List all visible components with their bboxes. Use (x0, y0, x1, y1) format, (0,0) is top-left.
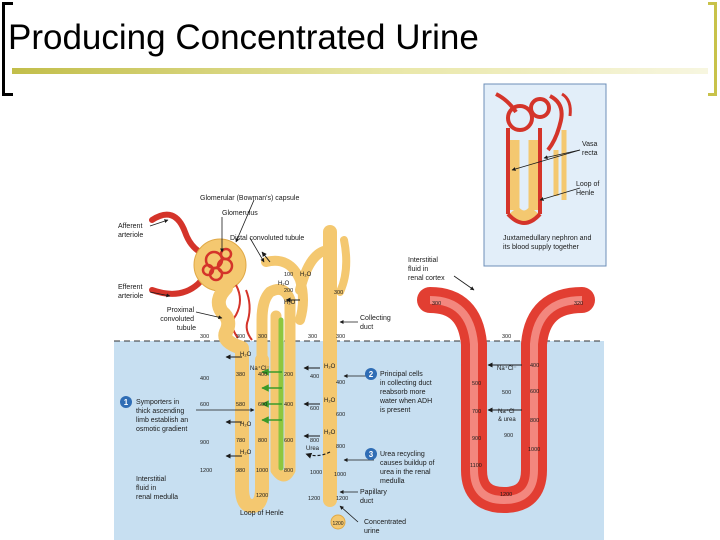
water-label: H₂O (278, 281, 290, 287)
gradient-value: 600 (200, 402, 209, 408)
osmolarity-value: 1000 (310, 470, 322, 476)
osmolarity-value: 300 (258, 334, 267, 340)
vasa-value: 1100 (470, 463, 482, 469)
vasa-value: 600 (530, 389, 539, 395)
vasa-value: 500 (502, 390, 511, 396)
interstitial-medulla-label: Interstitial fluid in renal medulla (136, 476, 178, 501)
osmolarity-value: 300 (336, 334, 345, 340)
osmolarity-value: 200 (284, 288, 293, 294)
vasa-value: 800 (530, 418, 539, 424)
osmolarity-value: 300 (308, 334, 317, 340)
vasa-value: 500 (472, 381, 481, 387)
vasa-value: 400 (530, 363, 539, 369)
osmolarity-value: 980 (236, 468, 245, 474)
osmolarity-value: 400 (284, 402, 293, 408)
osmolarity-value: 400 (258, 372, 267, 378)
osmolarity-value: 300 (334, 290, 343, 296)
glomerular-capsule-label: Glomerular (Bowman's) capsule (200, 195, 299, 202)
callout-2-text: Principal cells in collecting duct reabs… (379, 371, 434, 414)
water-label: H₂O (240, 450, 252, 456)
osmolarity-value: 800 (258, 438, 267, 444)
concentrated-urine-label: Concentrated urine (364, 519, 408, 535)
nacl-urea-label: Na⁺Cl⁻ & urea (498, 408, 519, 423)
osmolarity-value: 380 (236, 372, 245, 378)
osmolarity-value: 600 (258, 402, 267, 408)
vasa-value: 1200 (500, 492, 512, 498)
osmolarity-value: 600 (336, 412, 345, 418)
osmolarity-value: 1200 (308, 496, 320, 502)
osmolarity-value: 1200 (256, 493, 268, 499)
water-label: H₂O (324, 430, 336, 436)
osmolarity-value: 1000 (256, 468, 268, 474)
callout-1-number: 1 (124, 398, 129, 407)
vasa-value: 320 (574, 301, 583, 307)
gradient-value: 1200 (200, 468, 212, 474)
title-rule (12, 68, 708, 74)
vasa-value: 900 (504, 433, 513, 439)
slide-title: Producing Concentrated Urine (8, 18, 479, 57)
gradient-value: 400 (200, 376, 209, 382)
osmolarity-value: 1200 (336, 496, 348, 502)
vasa-value: 1000 (528, 447, 540, 453)
water-label: H₂O (240, 422, 252, 428)
loop-of-henle-label: Loop of Henle (240, 510, 284, 517)
callout-badges (120, 368, 377, 530)
papillary-duct-label: Papillary duct (360, 489, 389, 505)
nephron-tubule (211, 225, 351, 513)
water-label: H₂O (324, 398, 336, 404)
water-label: H₂O (240, 352, 252, 358)
inset-loop-of-henle-label: Loop of Henle (576, 181, 601, 197)
title-bracket-left (2, 2, 13, 96)
osmolarity-value: 400 (310, 374, 319, 380)
osmolarity-value: 600 (310, 406, 319, 412)
inset-panel (483, 83, 607, 267)
osmolarity-value: 600 (284, 438, 293, 444)
glomerulus (201, 247, 234, 282)
callout-3-number: 3 (369, 450, 374, 459)
distal-tubule-label: Distal convoluted tubule (230, 235, 304, 242)
inset-vasa-recta-label: Vasa recta (582, 141, 599, 157)
urea-label: Urea (306, 446, 320, 452)
osmolarity-value: 800 (284, 468, 293, 474)
efferent-arteriole-label: Efferent arteriole (118, 284, 144, 300)
osmolarity-value: 200 (284, 372, 293, 378)
osmolarity-value: 800 (310, 438, 319, 444)
inset-caption: Juxtamedullary nephron and its blood sup… (503, 235, 593, 251)
vasa-value: 700 (472, 409, 481, 415)
gradient-value: 900 (200, 440, 209, 446)
osmolarity-value: 780 (236, 438, 245, 444)
osmolarity-value: 800 (336, 444, 345, 450)
osmolarity-value: 580 (236, 402, 245, 408)
nacl-arrows (261, 368, 282, 424)
water-label: H₂O (284, 300, 296, 306)
osmolarity-value: 300 (236, 334, 245, 340)
callout-2-number: 2 (369, 370, 374, 379)
vasa-value: 300 (432, 301, 441, 307)
urea-arrow (305, 451, 331, 459)
vasa-recta-vessel (417, 287, 595, 514)
callout-1-text: Symporters in thick ascending limb estab… (136, 399, 190, 433)
concentrated-urine-value: 1200 (332, 521, 343, 527)
water-label: H₂O (324, 364, 336, 370)
osmolarity-value: 1000 (334, 472, 346, 478)
interstitial-cortex-label: Interstitial fluid in renal cortex (408, 257, 445, 282)
vasa-exchange-arrows (487, 362, 522, 413)
nacl-label: Na⁺Cl⁻ (250, 365, 270, 372)
glomerulus-label: Glomerulus (222, 210, 258, 217)
gradient-value: 300 (200, 334, 209, 340)
title-bracket-right (708, 2, 717, 96)
callout-3-text: Urea recycling causes buildup of urea in… (380, 451, 436, 485)
vasa-value: 900 (472, 436, 481, 442)
vasa-value: 300 (502, 334, 511, 340)
water-label: H₂O (300, 272, 312, 278)
leader-lines (149, 199, 475, 523)
proximal-tubule-label: Proximal convoluted tubule (160, 307, 196, 332)
nacl-label: Na⁺Cl⁻ (497, 365, 517, 372)
water-arrows (225, 251, 320, 459)
osmolarity-value: 100 (284, 272, 293, 278)
afferent-arteriole-label: Afferent arteriole (118, 223, 144, 239)
osmolarity-value: 400 (336, 380, 345, 386)
collecting-duct-label: Collecting duct (360, 315, 393, 331)
